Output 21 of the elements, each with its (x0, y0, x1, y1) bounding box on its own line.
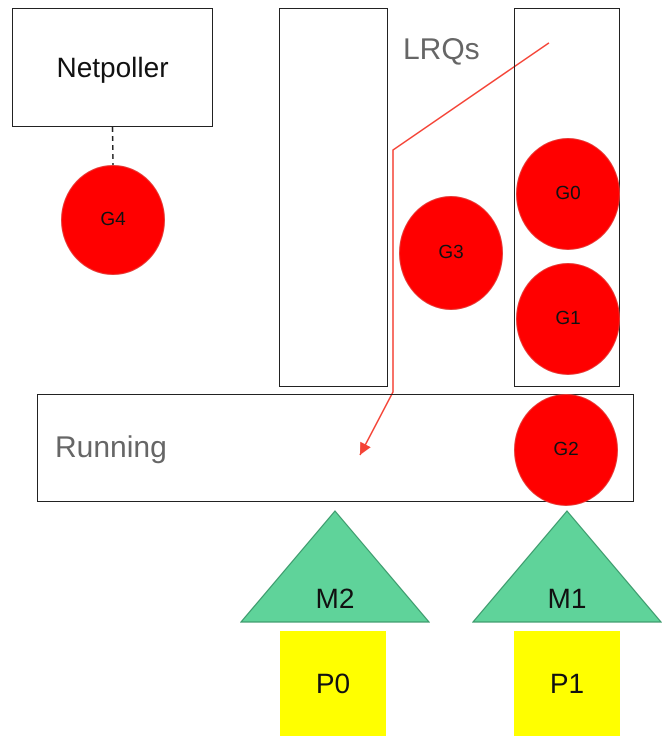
queue-box (279, 8, 388, 387)
machine-triangle (240, 510, 430, 623)
goroutine-label: G3 (438, 242, 464, 264)
goroutine-label: G4 (100, 209, 126, 231)
goroutine-label: G0 (555, 183, 581, 205)
machine-label: M2 (314, 583, 356, 615)
queue-heading: LRQs (403, 33, 480, 67)
machine-triangle (472, 510, 662, 623)
queue-box (514, 8, 620, 387)
goroutine-label: G1 (555, 308, 581, 330)
machine-label: M1 (546, 583, 588, 615)
band-label: Running (55, 431, 167, 465)
processor-label: P1 (550, 668, 584, 700)
goroutine-label: G2 (553, 439, 579, 461)
netpoller-box (12, 8, 213, 127)
connector-line (112, 126, 114, 166)
processor-square (280, 631, 386, 736)
processor-square (514, 631, 620, 736)
box-label: Netpoller (56, 52, 169, 84)
processor-label: P0 (316, 668, 350, 700)
arrow (359, 42, 550, 456)
